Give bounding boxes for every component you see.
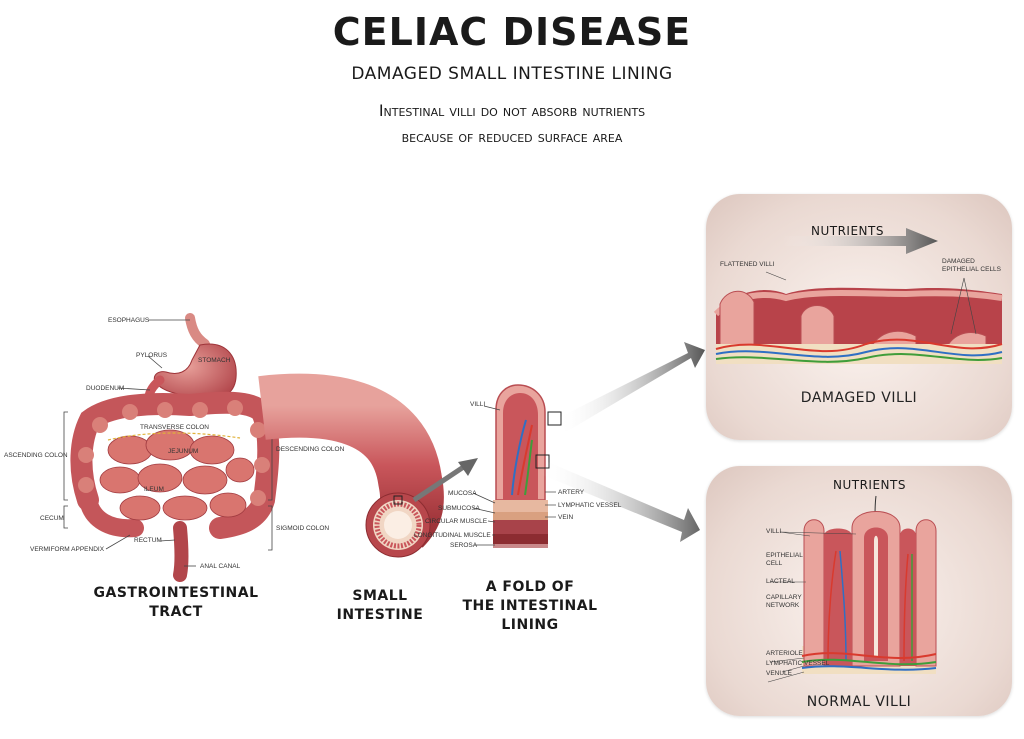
capillary-network-line-2: NETWORK xyxy=(766,602,800,609)
capillary-network-label: CAPILLARY NETWORK xyxy=(766,594,802,610)
normal-villi-caption: NORMAL VILLI xyxy=(806,694,912,710)
damaged-villi-illustration xyxy=(713,228,1003,364)
small-intestine-caption-line-1: SMALL xyxy=(352,588,408,604)
jejunum-label: JEJUNUM xyxy=(168,448,199,455)
damaged-epithelial-line-2: EPITHELIAL CELLS xyxy=(942,266,1002,273)
fold-caption-line-2: THE INTESTINAL xyxy=(462,598,598,614)
damaged-epithelial-line-1: DAMAGED xyxy=(942,258,975,265)
lacteal-label: LACTEAL xyxy=(766,578,795,585)
description-line-1: Intestinal villi do not absorb nutrients xyxy=(378,101,646,120)
ascending-colon-label: ASCENDING COLON xyxy=(4,452,68,459)
pylorus-label: PYLORUS xyxy=(136,352,168,359)
artery-label: ARTERY xyxy=(558,489,585,496)
flattened-villi-label: FLATTENED VILLI xyxy=(720,261,775,268)
mucosa-label: MUCOSA xyxy=(448,490,477,497)
esophagus-label: ESOPHAGUS xyxy=(108,317,150,324)
page-subtitle: DAMAGED SMALL INTESTINE LINING xyxy=(351,64,673,84)
serosa-label: SEROSA xyxy=(450,542,478,549)
fold-villi-label: VILLI xyxy=(470,401,486,408)
epithelial-cell-line-1: EPITHELIAL xyxy=(766,552,803,559)
arrow-to-damaged xyxy=(558,342,705,432)
page-title: CELIAC DISEASE xyxy=(332,10,692,54)
normal-lymphatic-label: LYMPHATIC VESSEL xyxy=(766,660,830,667)
arrow-to-normal xyxy=(540,462,700,542)
normal-villi-illustration xyxy=(767,495,937,683)
description: Intestinal villi do not absorb nutrients… xyxy=(0,98,1024,150)
vermiform-appendix-label: VERMIFORM APPENDIX xyxy=(30,546,105,553)
gi-tract-caption-line-2: TRACT xyxy=(149,604,203,620)
ileum-label: ILEUM xyxy=(144,486,164,493)
normal-villi-label: VILLI xyxy=(766,528,782,535)
small-bowel-illustration xyxy=(99,429,255,521)
damaged-villi-panel: NUTRIENTS FLATTENED VILLI DAMAGED EPITHE… xyxy=(706,194,1012,440)
small-intestine-caption-line-2: INTESTINE xyxy=(336,607,424,623)
damaged-villi-caption: DAMAGED VILLI xyxy=(800,390,918,406)
epithelial-cell-line-2: CELL xyxy=(766,560,783,567)
small-intestine-caption: SMALL INTESTINE xyxy=(320,587,440,625)
fold-illustration xyxy=(493,384,562,548)
gi-tract-caption: GASTROINTESTINAL TRACT xyxy=(86,584,266,622)
capillary-network-line-1: CAPILLARY xyxy=(766,594,802,601)
epithelial-cell-label: EPITHELIAL CELL xyxy=(766,552,803,568)
sigmoid-colon-label: SIGMOID COLON xyxy=(276,525,330,532)
normal-villi-panel: NUTRIENTS VILLI EPITHELIAL CELL LACTEAL … xyxy=(706,466,1012,716)
arteriole-label: ARTERIOLE xyxy=(766,650,803,657)
transverse-colon-label: TRANSVERSE COLON xyxy=(140,424,209,431)
fold-leader-lines xyxy=(472,405,556,546)
rectum-label: RECTUM xyxy=(134,537,162,544)
damaged-nutrients-label: NUTRIENTS xyxy=(811,224,884,238)
venule-label: VENULE xyxy=(766,670,793,677)
description-line-2: because of reduced surface area xyxy=(401,127,623,146)
damaged-epithelial-label: DAMAGED EPITHELIAL CELLS xyxy=(942,258,1001,274)
anal-canal-label: ANAL CANAL xyxy=(200,563,241,570)
gi-tract-caption-line-1: GASTROINTESTINAL xyxy=(93,585,259,601)
submucosa-label: SUBMUCOSA xyxy=(438,505,480,512)
fold-caption-line-1: A FOLD OF xyxy=(485,579,575,595)
normal-nutrients-label: NUTRIENTS xyxy=(833,478,906,492)
fold-caption-line-3: LINING xyxy=(501,617,559,633)
vein-label: VEIN xyxy=(558,514,574,521)
cecum-label: CECUM xyxy=(40,515,64,522)
stomach-label: STOMACH xyxy=(198,357,231,364)
longitudinal-muscle-label: LONGITUDINAL MUSCLE xyxy=(414,532,491,539)
fold-caption: A FOLD OF THE INTESTINAL LINING xyxy=(455,578,605,635)
duodenum-label: DUODENUM xyxy=(86,385,125,392)
colon-illustration xyxy=(70,391,280,582)
circular-muscle-label: CIRCULAR MUSCLE xyxy=(425,518,488,525)
lymphatic-vessel-label: LYMPHATIC VESSEL xyxy=(558,502,622,509)
descending-colon-label: DESCENDING COLON xyxy=(276,446,345,453)
intestine-cross-section xyxy=(365,492,431,558)
